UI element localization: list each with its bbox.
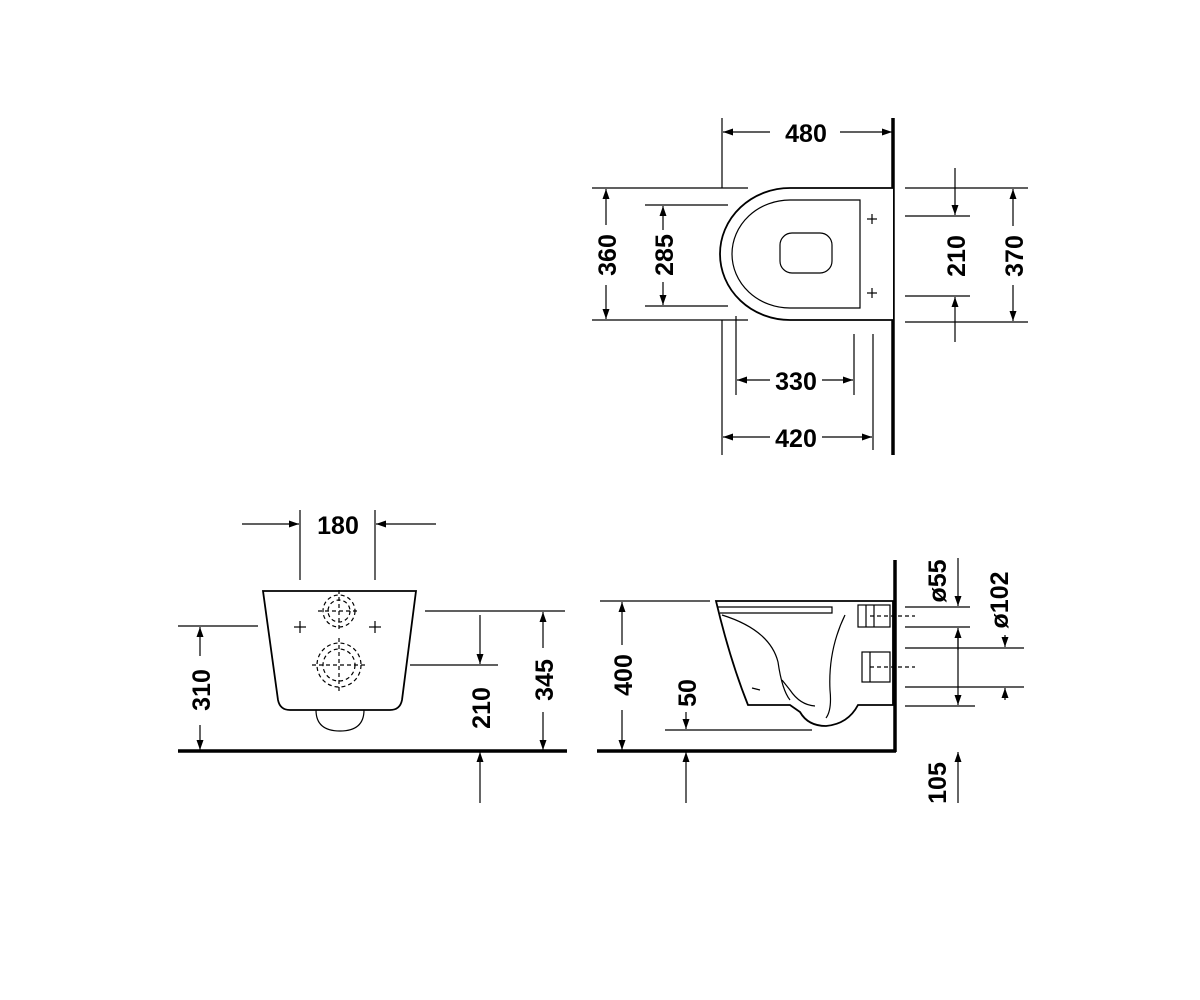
dim-210-top: 210 [943,235,971,277]
fixing-point-icon [867,214,877,298]
waste-outlet-icon [312,638,366,692]
front-view-body-outline [261,590,418,711]
side-view: 400 50 ø55 ø102 105 [597,558,1024,804]
dim-180: 180 [317,512,359,540]
dim-310: 310 [188,669,216,711]
dim-480: 480 [785,120,827,148]
top-view-bowl-outline [719,187,893,321]
top-view-seat-outline [731,199,861,309]
dim-285: 285 [651,234,679,276]
dim-50: 50 [674,679,702,707]
side-view-body-outline [714,600,894,727]
dim-330: 330 [775,368,817,396]
dim-105: 105 [924,762,952,804]
flush-inlet-icon [318,590,360,632]
dim-400: 400 [610,654,638,696]
top-view: 480 360 285 210 370 330 [592,118,1029,455]
dim-345: 345 [531,659,559,701]
dim-210-front: 210 [468,687,496,729]
front-view-lip [315,709,365,732]
side-view-seat [718,606,833,614]
fixing-point-icon [294,621,381,633]
dim-370: 370 [1001,235,1029,277]
dim-dia-55: ø55 [924,559,952,602]
dim-dia-102: ø102 [986,572,1014,629]
top-view-inner-opening [779,232,833,274]
side-view-bowl-interior [721,614,846,719]
dim-420: 420 [775,425,817,453]
side-view-trap [751,679,816,707]
front-view: 180 310 210 345 [178,510,567,803]
dim-360: 360 [594,234,622,276]
